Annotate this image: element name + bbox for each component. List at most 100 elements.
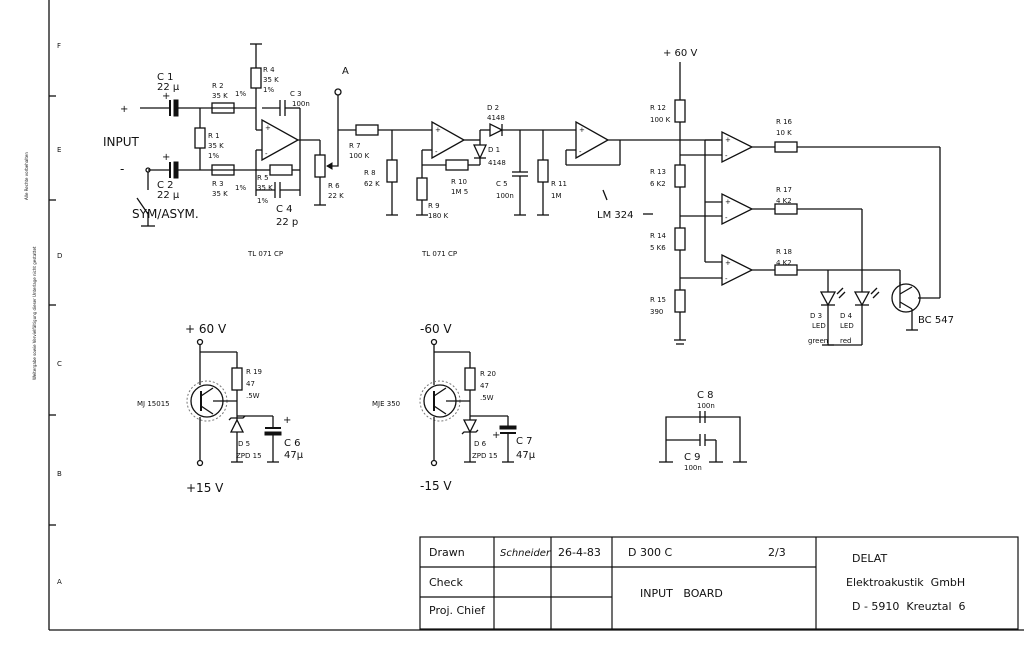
r1-tolerance: 1% <box>208 152 219 160</box>
c3-value: 100n <box>292 100 310 108</box>
d6-name: D 6 <box>474 440 487 448</box>
minus-terminal: - <box>120 162 124 176</box>
c1-value: 22 µ <box>157 82 180 93</box>
r4-value: 35 K <box>263 76 279 84</box>
r19-name: R 19 <box>246 368 262 376</box>
c5-value: 100n <box>496 192 514 200</box>
r10-name: R 10 <box>451 178 467 186</box>
r12-value: 100 K <box>650 116 671 124</box>
r9-name: R 9 <box>428 202 440 210</box>
r20-name: R 20 <box>480 370 496 378</box>
svg-text:-: - <box>725 214 728 222</box>
c8-value: 100n <box>697 402 715 410</box>
d5-name: D 5 <box>238 440 250 448</box>
r17-value: 4 K2 <box>776 197 792 205</box>
r3-tolerance: 1% <box>235 184 246 192</box>
svg-text:-: - <box>435 148 438 156</box>
svg-text:+: + <box>725 198 731 206</box>
svg-text:+: + <box>725 136 731 144</box>
sheet-border <box>48 0 1024 631</box>
d5-value: ZPD 15 <box>236 452 262 460</box>
svg-text:+: + <box>725 259 731 267</box>
drawn-label: Drawn <box>429 546 465 559</box>
company-name: DELAT <box>852 552 887 565</box>
r13-name: R 13 <box>650 168 666 176</box>
r6-name: R 6 <box>328 182 340 190</box>
svg-text:+: + <box>435 126 441 134</box>
drawn-signature: Schneider <box>500 548 551 559</box>
c5-name: C 5 <box>496 180 508 188</box>
c6-value: 47µ <box>284 450 304 461</box>
r1-value: 35 K <box>208 142 224 150</box>
neg-output: -15 V <box>420 479 452 493</box>
r16-name: R 16 <box>776 118 793 126</box>
svg-text:+: + <box>579 126 585 134</box>
proj-chief-label: Proj. Chief <box>429 604 486 617</box>
pos-transistor: MJ 15015 <box>137 400 170 408</box>
drawn-date: 26-4-83 <box>558 546 601 559</box>
zone-e: E <box>57 146 61 154</box>
r15-name: R 15 <box>650 296 666 304</box>
pos-output: +15 V <box>186 481 224 495</box>
zone-labels: F E D C B A <box>57 42 62 586</box>
svg-text:-: - <box>725 152 728 160</box>
rectifier-stage: R 7 100 K R 8 62 K + - R 9 180 K R 10 1M… <box>338 104 720 258</box>
r13-value: 6 K2 <box>650 180 666 188</box>
ic1-label: TL 071 CP <box>247 250 283 258</box>
negative-regulator: -60 V R 20 47 .5W MJE 350 D 6 ZPD 15 + <box>372 322 536 493</box>
svg-text:-: - <box>265 150 268 158</box>
neg-supply: -60 V <box>420 322 452 336</box>
r3-value: 35 K <box>212 190 228 198</box>
r17-name: R 17 <box>776 186 792 194</box>
r8-value: 62 K <box>364 180 380 188</box>
sheet-number: 2/3 <box>768 546 786 559</box>
r12-name: R 12 <box>650 104 666 112</box>
title-block: Drawn Schneider 26-4-83 D 300 C 2/3 Chec… <box>419 536 1019 630</box>
test-point-a <box>334 88 342 96</box>
r6-value: 22 K <box>328 192 344 200</box>
c1-polarity: + <box>162 91 170 102</box>
c2-value: 22 µ <box>157 190 180 201</box>
d3-name: D 3 <box>810 312 822 320</box>
company-subtitle: Elektroakustik GmbH <box>846 576 965 589</box>
bc547-label: BC 547 <box>918 315 954 326</box>
input-label: INPUT <box>103 135 140 149</box>
point-a-label: A <box>342 66 349 77</box>
r1-name: R 1 <box>208 132 220 140</box>
r20-value: 47 <box>480 382 489 390</box>
c8-name: C 8 <box>697 390 714 401</box>
c2-polarity: + <box>162 152 170 163</box>
pos-supply: + 60 V <box>185 322 227 336</box>
svg-text:-: - <box>725 275 728 283</box>
c2-name: C 2 <box>157 180 174 191</box>
r5-name: R 5 <box>257 174 269 182</box>
r18-name: R 18 <box>776 248 792 256</box>
c9-name: C 9 <box>684 452 701 463</box>
input-stage: + INPUT - C 1 22 µ + C 2 22 µ + SYM/ASYM… <box>103 43 344 258</box>
r19-value: 47 <box>246 380 255 388</box>
r10-value: 1M 5 <box>451 188 468 196</box>
c7-value: 47µ <box>516 450 536 461</box>
r19-power: .5W <box>246 392 260 400</box>
d2-value: 4148 <box>487 114 505 122</box>
r4-name: R 4 <box>263 66 275 74</box>
ic2-label: TL 071 CP <box>421 250 457 258</box>
d6-value: ZPD 15 <box>472 452 498 460</box>
company-address: D - 5910 Kreuztal 6 <box>852 600 966 613</box>
r16-value: 10 K <box>776 129 792 137</box>
r2-value: 35 K <box>212 92 228 100</box>
neg-transistor: MJE 350 <box>372 400 400 408</box>
c6-polarity: + <box>283 415 291 426</box>
c4-value: 22 p <box>276 217 298 228</box>
r9-value: 180 K <box>428 212 449 220</box>
r8-name: R 8 <box>364 169 376 177</box>
r14-value: 5 K6 <box>650 244 666 252</box>
positive-regulator: + 60 V R 19 47 .5W MJ 15015 D 5 ZPD 15 <box>137 322 304 495</box>
svg-text:+: + <box>265 124 271 132</box>
ladder-supply: + 60 V <box>663 48 697 59</box>
copyright-note-2: Weitergabe sowie Vervielfältigung dieser… <box>32 246 37 380</box>
document-number: D 300 C <box>628 546 672 559</box>
r5-tolerance: 1% <box>257 197 268 205</box>
r20-power: .5W <box>480 394 494 402</box>
